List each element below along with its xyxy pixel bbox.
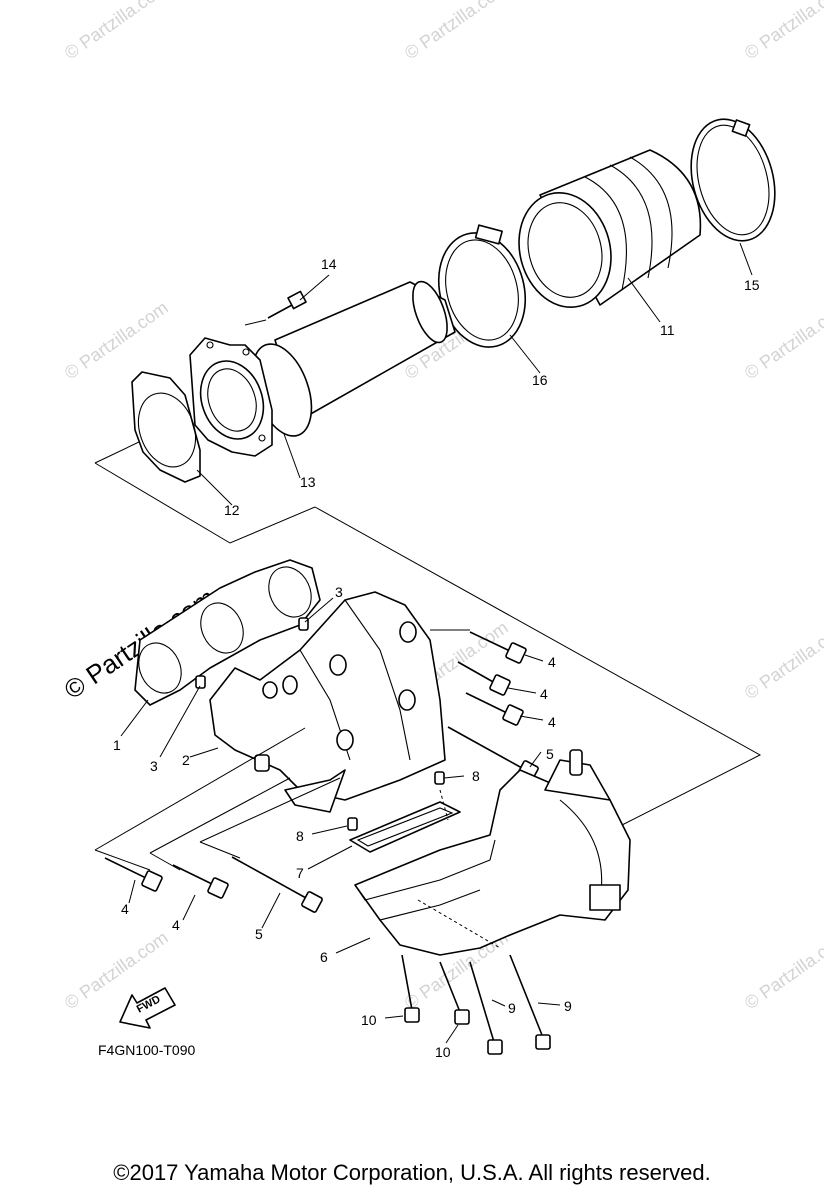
callout-4: 4 (121, 901, 129, 917)
watermark: © Partzilla.com (401, 0, 512, 63)
callout-8: 8 (472, 768, 480, 784)
watermark: © Partzilla.com (61, 0, 172, 63)
callout-4: 4 (540, 686, 548, 702)
callout-12: 12 (224, 502, 240, 518)
watermark: © Partzilla.com (741, 297, 824, 383)
watermark: © Partzilla.com (61, 297, 172, 383)
part-16-hose-clamp (437, 224, 527, 348)
watermark: © Partzilla.com (741, 927, 824, 1013)
callout-3: 3 (150, 758, 158, 774)
part-12-gasket (131, 371, 201, 483)
callout-14: 14 (321, 256, 337, 272)
part-13-exhaust-pipe (189, 280, 456, 457)
callout-9: 9 (564, 998, 572, 1014)
part-2-exhaust-manifold (209, 591, 446, 813)
part-15-hose-clamp (690, 118, 776, 242)
callout-7: 7 (296, 865, 304, 881)
watermark: © Partzilla.com (741, 0, 824, 63)
callout-6: 6 (320, 949, 328, 965)
callout-9: 9 (508, 1000, 516, 1016)
part-6-exhaust-chamber (354, 749, 631, 956)
callout-5: 5 (546, 746, 554, 762)
callout-labels: 1 2 3 3 4 4 4 4 4 5 5 6 7 8 8 9 9 10 10 … (113, 256, 760, 1060)
part-3-dowel-pin (195, 617, 309, 689)
leader-lines (120, 242, 753, 1044)
callout-11: 11 (660, 322, 675, 338)
callout-4: 4 (172, 917, 180, 933)
callout-1: 1 (113, 737, 121, 753)
part-9-10-bolts (401, 954, 551, 1055)
callout-13: 13 (300, 474, 316, 490)
part-11-joint-hose (518, 149, 702, 309)
watermark: © Partzilla.com (741, 617, 824, 703)
part-4-bolts (104, 631, 527, 899)
callout-16: 16 (532, 372, 548, 388)
lower-assembly-frame (94, 629, 470, 871)
alignment-lines (417, 789, 501, 949)
callout-4: 4 (548, 654, 556, 670)
callout-5: 5 (255, 926, 263, 942)
fwd-arrow-icon: FWD (119, 987, 176, 1029)
callout-8: 8 (296, 828, 304, 844)
diagram-code: F4GN100-T090 (98, 1042, 195, 1058)
callout-10: 10 (435, 1044, 451, 1060)
callout-4: 4 (548, 714, 556, 730)
callout-2: 2 (182, 752, 190, 768)
callout-10: 10 (361, 1012, 377, 1028)
part-7-gasket (349, 801, 461, 853)
callout-15: 15 (744, 277, 760, 293)
callout-3: 3 (335, 584, 343, 600)
part-14-bolt (267, 290, 307, 319)
copyright-notice: ©2017 Yamaha Motor Corporation, U.S.A. A… (113, 1160, 711, 1185)
